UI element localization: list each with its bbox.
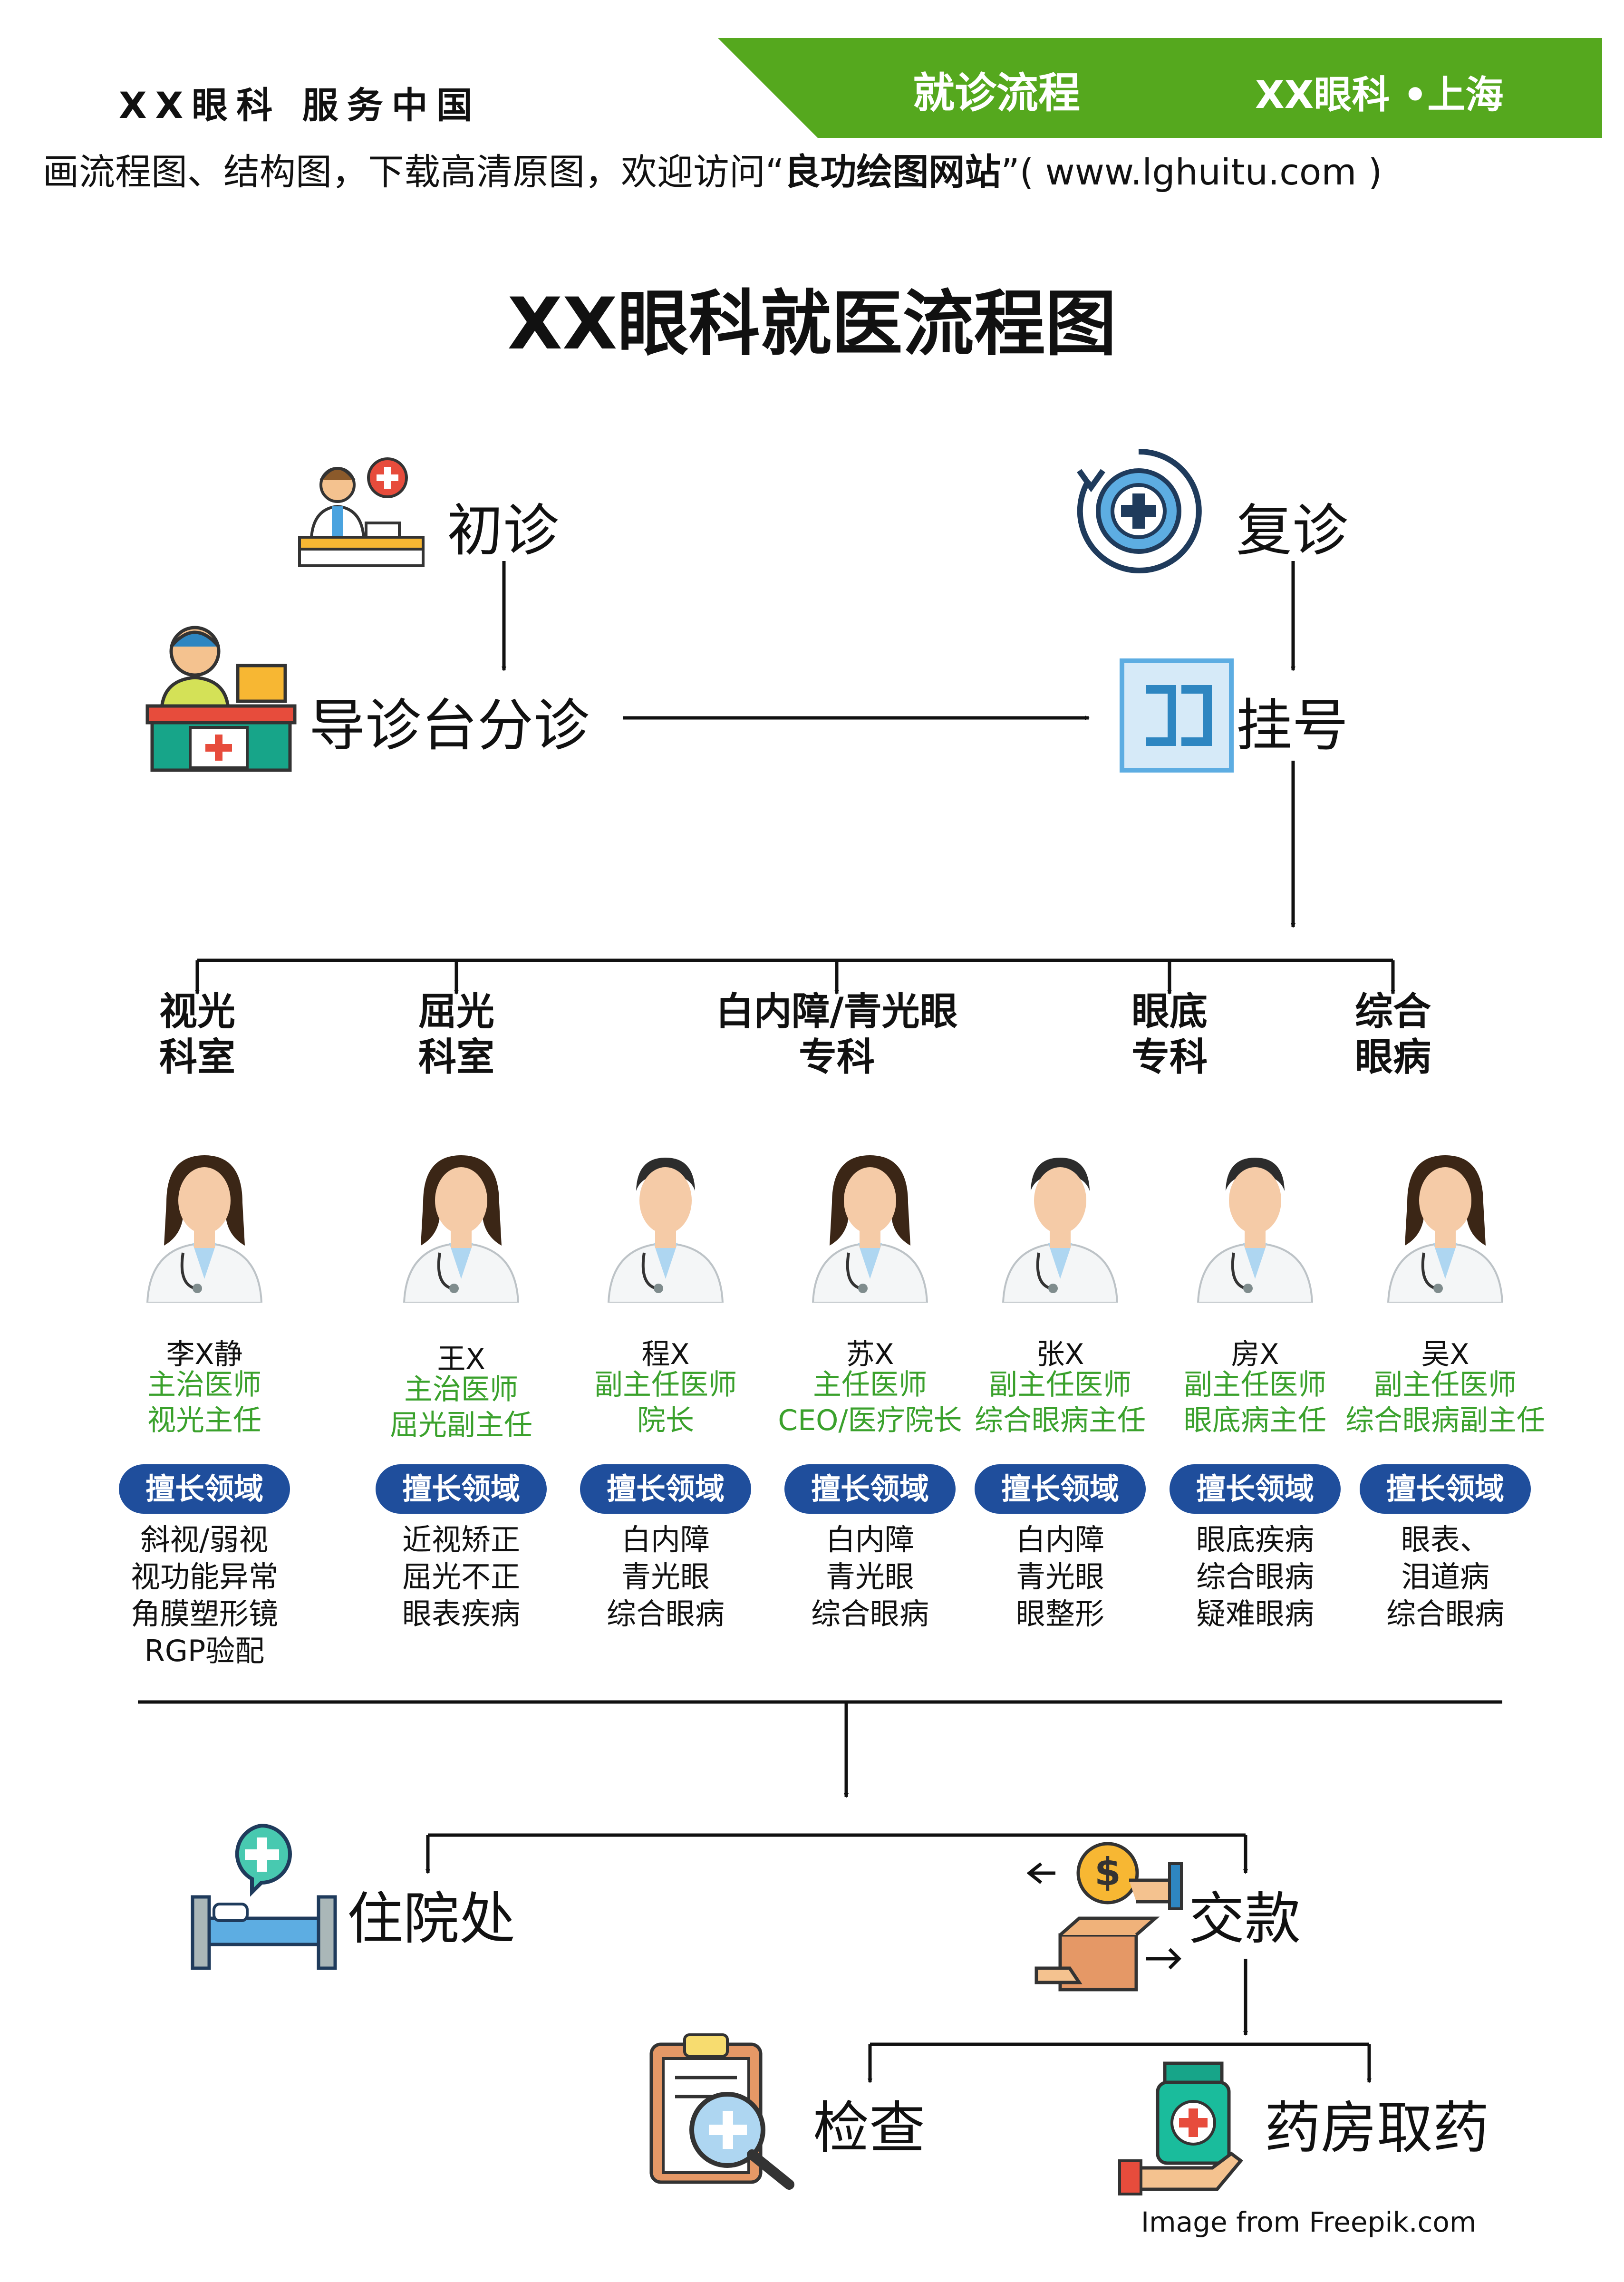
header-banner: [718, 38, 1602, 138]
expertise-item: 白内障: [1015, 1522, 1104, 1557]
expertise-badge: 擅长领域: [1170, 1464, 1341, 1514]
svg-text:$: $: [1094, 1850, 1121, 1894]
doctor-avatar: [604, 1146, 727, 1305]
expertise-badge: 擅长领域: [376, 1464, 547, 1514]
expertise-item: 眼整形: [1015, 1596, 1104, 1631]
doctor-position: 视光主任: [147, 1404, 261, 1437]
doctor-position: 院长: [637, 1404, 694, 1437]
step-examination: 检查: [813, 2095, 926, 2161]
expertise-item: 青光眼: [621, 1559, 710, 1594]
expertise-item: 综合眼病: [606, 1596, 725, 1631]
expertise-item: 近视矫正: [402, 1522, 520, 1557]
dept-refraction: 屈光 科室: [418, 989, 494, 1079]
expertise-item: 眼表疾病: [402, 1596, 520, 1631]
expertise-item: 眼表、: [1401, 1522, 1489, 1557]
registration-icon: [1120, 658, 1234, 773]
step-payment: 交款: [1189, 1886, 1301, 1952]
doctor-avatar: [808, 1146, 932, 1305]
triage-desk-icon: [145, 626, 297, 772]
doctor-title: 副主任医师: [1184, 1368, 1326, 1402]
dept-general-eye: 综合 眼病: [1355, 989, 1431, 1079]
expertise-item: 白内障: [621, 1522, 710, 1557]
expertise-item: RGP验配: [144, 1634, 265, 1668]
expertise-badge: 擅长领域: [784, 1464, 956, 1514]
step-triage: 导诊台分诊: [309, 693, 590, 758]
image-credit: Image from Freepik.com: [1141, 2206, 1477, 2238]
reception-doctor-icon: [298, 457, 425, 567]
pharmacy-icon: [1118, 2061, 1244, 2195]
examination-icon: [649, 2033, 794, 2190]
step-return-visit: 复诊: [1236, 498, 1349, 563]
doctor-position: 综合眼病副主任: [1345, 1404, 1545, 1437]
brand-slogan: XX眼科 服务中国: [119, 84, 481, 126]
banner-process-title: 就诊流程: [913, 68, 1081, 117]
site-name: 良功绘图网站: [784, 151, 1001, 193]
expertise-item: 屈光不正: [402, 1559, 520, 1594]
expertise-item: 角膜塑形镜: [130, 1596, 278, 1631]
doctor-name: 房X: [1231, 1338, 1279, 1371]
expertise-item: 眼底疾病: [1196, 1522, 1314, 1557]
header-subtitle: 画流程图、结构图，下载高清原图，欢迎访问“良功绘图网站”( www.lghuit…: [43, 151, 1382, 193]
step-register: 挂号: [1236, 693, 1349, 758]
dept-fundus: 眼底 专科: [1131, 989, 1208, 1079]
expertise-item: 综合眼病: [1196, 1559, 1314, 1594]
dept-cataract-glaucoma: 白内障/青光眼 专科: [715, 989, 958, 1079]
banner-location: XX眼科 •上海: [1255, 73, 1504, 117]
expertise-item: 斜视/弱视: [140, 1522, 269, 1557]
doctor-name: 吴X: [1421, 1338, 1469, 1371]
expertise-badge: 擅长领域: [975, 1464, 1146, 1514]
doctor-avatar: [143, 1146, 266, 1305]
doctor-position: 综合眼病主任: [975, 1404, 1146, 1437]
doctor-avatar: [1193, 1146, 1317, 1305]
return-visit-icon: [1077, 448, 1202, 573]
step-first-visit: 初诊: [447, 498, 560, 563]
doctor-name: 苏X: [846, 1338, 894, 1371]
doctor-position: 屈光副主任: [390, 1409, 532, 1442]
doctor-title: 主治医师: [404, 1373, 518, 1406]
doctor-title: 副主任医师: [1374, 1368, 1517, 1402]
step-pharmacy: 药房取药: [1265, 2095, 1489, 2161]
doctor-avatar: [399, 1146, 523, 1305]
dept-optometry: 视光 科室: [159, 989, 235, 1079]
page-title: XX眼科就医流程图: [507, 283, 1117, 366]
doctor-name: 程X: [641, 1338, 690, 1371]
expertise-badge: 擅长领域: [580, 1464, 751, 1514]
doctor-title: 副主任医师: [594, 1368, 737, 1402]
expertise-item: 白内障: [825, 1522, 914, 1557]
doctor-position: CEO/医疗院长: [778, 1404, 962, 1437]
doctor-title: 主治医师: [147, 1368, 261, 1402]
expertise-item: 疑难眼病: [1196, 1596, 1314, 1631]
doctor-name: 王X: [437, 1343, 485, 1376]
expertise-item: 青光眼: [1015, 1559, 1104, 1594]
doctor-title: 副主任医师: [989, 1368, 1131, 1402]
doctor-avatar: [1383, 1146, 1507, 1305]
hospital-bed-icon: [191, 1823, 337, 1970]
expertise-item: 视功能异常: [130, 1559, 278, 1594]
expertise-badge: 擅长领域: [1360, 1464, 1531, 1514]
doctor-avatar: [998, 1146, 1122, 1305]
expertise-badge: 擅长领域: [119, 1464, 290, 1514]
doctor-title: 主任医师: [813, 1368, 927, 1402]
doctor-name: 张X: [1036, 1338, 1084, 1371]
expertise-item: 青光眼: [825, 1559, 914, 1594]
doctor-name: 李X静: [166, 1338, 243, 1371]
expertise-item: 泪道病: [1401, 1559, 1489, 1594]
expertise-item: 综合眼病: [811, 1596, 929, 1631]
doctor-position: 眼底病主任: [1184, 1404, 1326, 1437]
step-hospitalization: 住院处: [347, 1886, 516, 1952]
expertise-item: 综合眼病: [1386, 1596, 1504, 1631]
payment-icon: $: [1027, 1842, 1183, 1992]
